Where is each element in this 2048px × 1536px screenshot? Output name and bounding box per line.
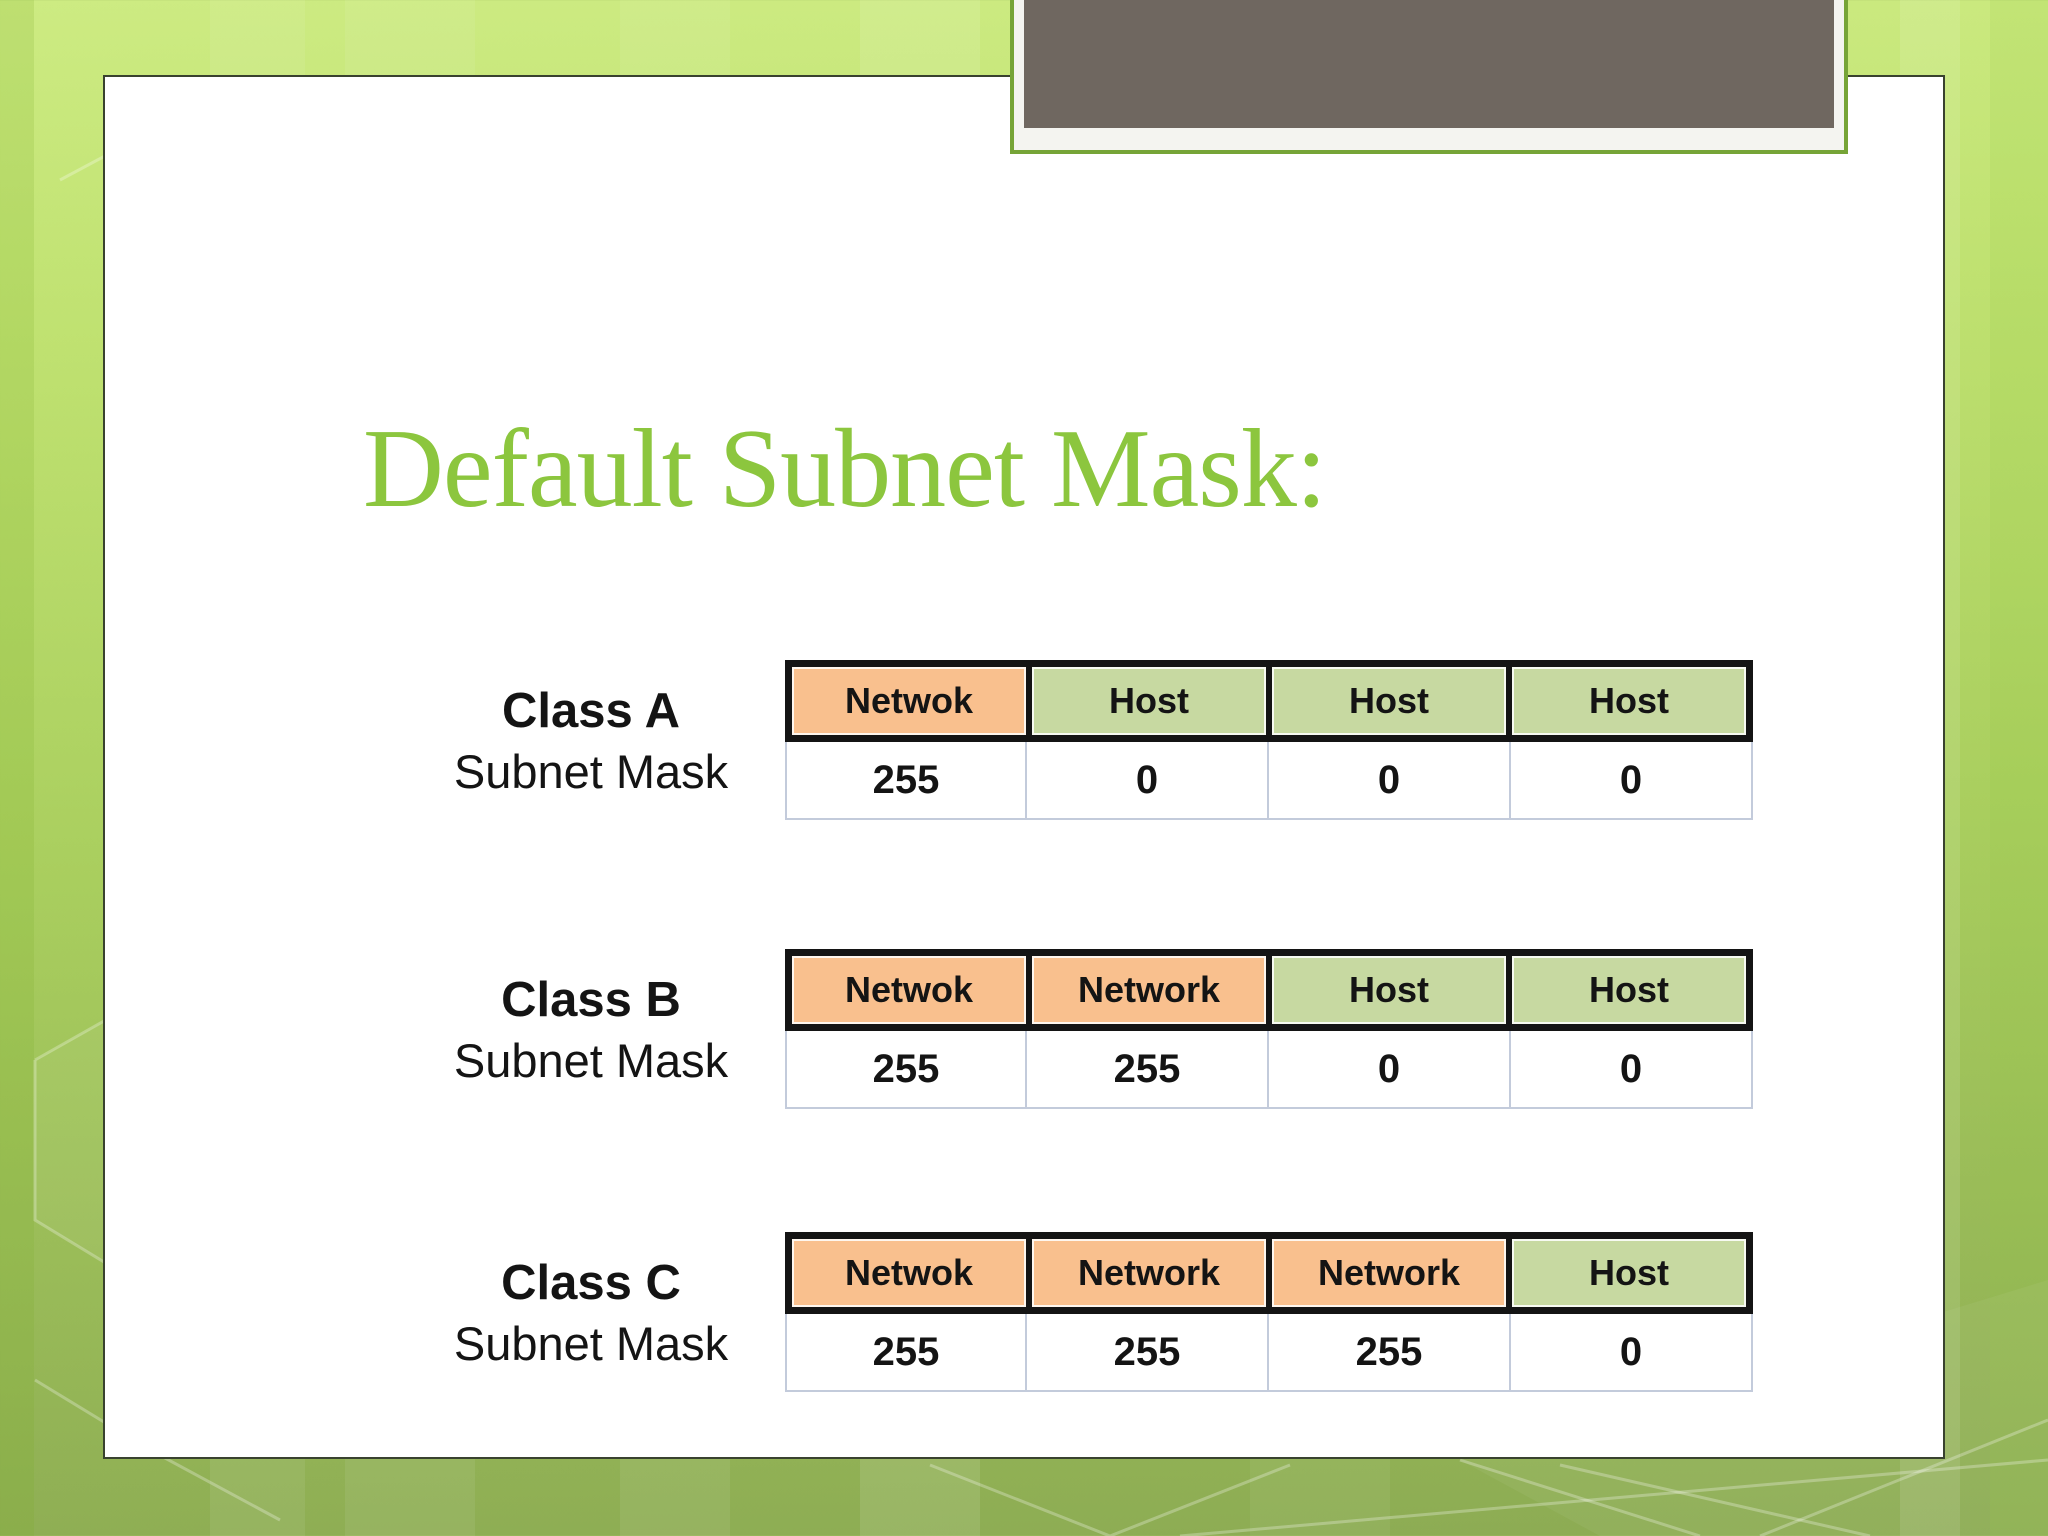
value-cell: 0 <box>1027 742 1269 820</box>
header-cell-network: Netwok <box>792 1239 1026 1307</box>
class-c-subtitle: Subnet Mask <box>453 1317 729 1370</box>
class-c-value-row: 255 255 255 0 <box>785 1314 1753 1392</box>
value-cell: 0 <box>1269 742 1511 820</box>
class-a-name: Class A <box>502 684 680 738</box>
header-cell-host: Host <box>1272 667 1506 735</box>
class-c-name: Class C <box>501 1256 681 1310</box>
class-a-header-row: Netwok Host Host Host <box>785 660 1753 742</box>
value-cell: 255 <box>1027 1031 1269 1109</box>
value-cell: 0 <box>1511 742 1753 820</box>
class-a-label-block: Class A Subnet Mask <box>371 680 811 802</box>
value-cell: 0 <box>1269 1031 1511 1109</box>
value-cell: 0 <box>1511 1314 1753 1392</box>
class-c-header-row: Netwok Network Network Host <box>785 1232 1753 1314</box>
header-cell-host: Host <box>1032 667 1266 735</box>
slide-canvas: Default Subnet Mask: Class A Subnet Mask… <box>103 75 1945 1459</box>
top-right-placeholder-frame <box>1010 0 1848 154</box>
class-b-value-row: 255 255 0 0 <box>785 1031 1753 1109</box>
header-cell-host: Host <box>1512 667 1746 735</box>
top-right-placeholder <box>1024 0 1834 128</box>
class-a-table: Netwok Host Host Host 255 0 0 0 <box>785 660 1753 820</box>
class-a-subtitle: Subnet Mask <box>453 745 729 798</box>
class-c-label-block: Class C Subnet Mask <box>371 1252 811 1374</box>
class-b-name: Class B <box>501 973 681 1027</box>
value-cell: 255 <box>1027 1314 1269 1392</box>
header-cell-host: Host <box>1512 1239 1746 1307</box>
header-cell-network: Netwok <box>792 956 1026 1024</box>
value-cell: 255 <box>785 742 1027 820</box>
header-cell-network: Network <box>1272 1239 1506 1307</box>
header-cell-network: Network <box>1032 956 1266 1024</box>
value-cell: 0 <box>1511 1031 1753 1109</box>
value-cell: 255 <box>1269 1314 1511 1392</box>
value-cell: 255 <box>785 1314 1027 1392</box>
class-b-label-block: Class B Subnet Mask <box>371 969 811 1091</box>
slide-title: Default Subnet Mask: <box>363 407 1327 531</box>
value-cell: 255 <box>785 1031 1027 1109</box>
class-a-value-row: 255 0 0 0 <box>785 742 1753 820</box>
class-b-table: Netwok Network Host Host 255 255 0 0 <box>785 949 1753 1109</box>
header-cell-network: Netwok <box>792 667 1026 735</box>
header-cell-host: Host <box>1512 956 1746 1024</box>
header-cell-host: Host <box>1272 956 1506 1024</box>
class-c-table: Netwok Network Network Host 255 255 255 … <box>785 1232 1753 1392</box>
header-cell-network: Network <box>1032 1239 1266 1307</box>
class-b-header-row: Netwok Network Host Host <box>785 949 1753 1031</box>
class-b-subtitle: Subnet Mask <box>453 1034 729 1087</box>
